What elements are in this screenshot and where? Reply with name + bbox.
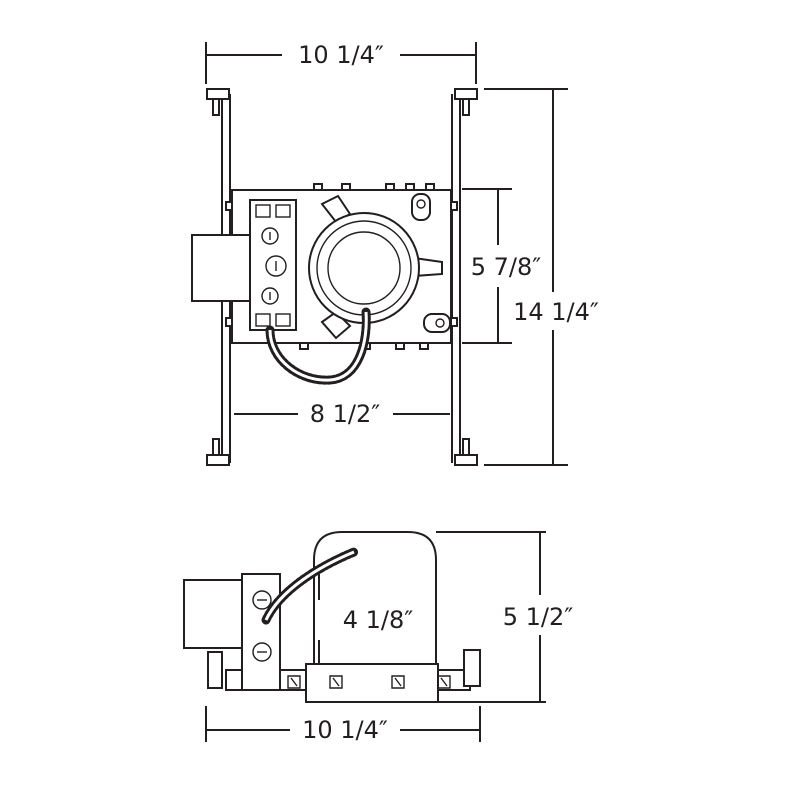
side-view: 4 1/8″ 5 1/2″ 10 1/4″ bbox=[183, 531, 574, 744]
knockout-3 bbox=[261, 287, 279, 305]
housing-can bbox=[313, 531, 437, 671]
housing-clips bbox=[320, 193, 451, 340]
dim-inner-height: 5 7/8″ bbox=[462, 188, 542, 344]
label-total-height: 14 1/4″ bbox=[513, 298, 599, 326]
side-junction-box bbox=[241, 573, 281, 691]
label-top-width: 10 1/4″ bbox=[298, 41, 384, 69]
side-knockout-2 bbox=[252, 642, 272, 662]
top-view: 10 1/4″ bbox=[191, 41, 599, 466]
label-bottom-width: 10 1/4″ bbox=[302, 716, 388, 744]
dim-housing-height: 4 1/8″ bbox=[318, 574, 414, 664]
dim-side-height: 5 1/2″ bbox=[436, 531, 574, 703]
lamp-aperture bbox=[308, 212, 420, 324]
knockout-1 bbox=[261, 227, 279, 245]
plate-tabs bbox=[225, 183, 458, 350]
label-housing-height: 4 1/8″ bbox=[343, 606, 414, 634]
left-bar-clip bbox=[207, 651, 223, 689]
side-junction-cover bbox=[183, 579, 243, 649]
knockout-2 bbox=[265, 255, 287, 277]
housing-trim bbox=[305, 663, 439, 703]
junction-box-cover bbox=[191, 234, 251, 302]
label-bar-span: 8 1/2″ bbox=[310, 400, 381, 428]
junction-box bbox=[249, 199, 297, 331]
right-bar-clip bbox=[463, 649, 481, 687]
dim-bar-span: 8 1/2″ bbox=[234, 400, 450, 428]
dim-total-height: 14 1/4″ bbox=[484, 88, 599, 466]
side-knockout-1 bbox=[252, 590, 272, 610]
trim-clips bbox=[287, 675, 451, 689]
label-side-height: 5 1/2″ bbox=[503, 603, 574, 631]
dim-bottom-width: 10 1/4″ bbox=[205, 706, 481, 744]
dim-top-width: 10 1/4″ bbox=[205, 41, 477, 84]
label-inner-height: 5 7/8″ bbox=[471, 253, 542, 281]
